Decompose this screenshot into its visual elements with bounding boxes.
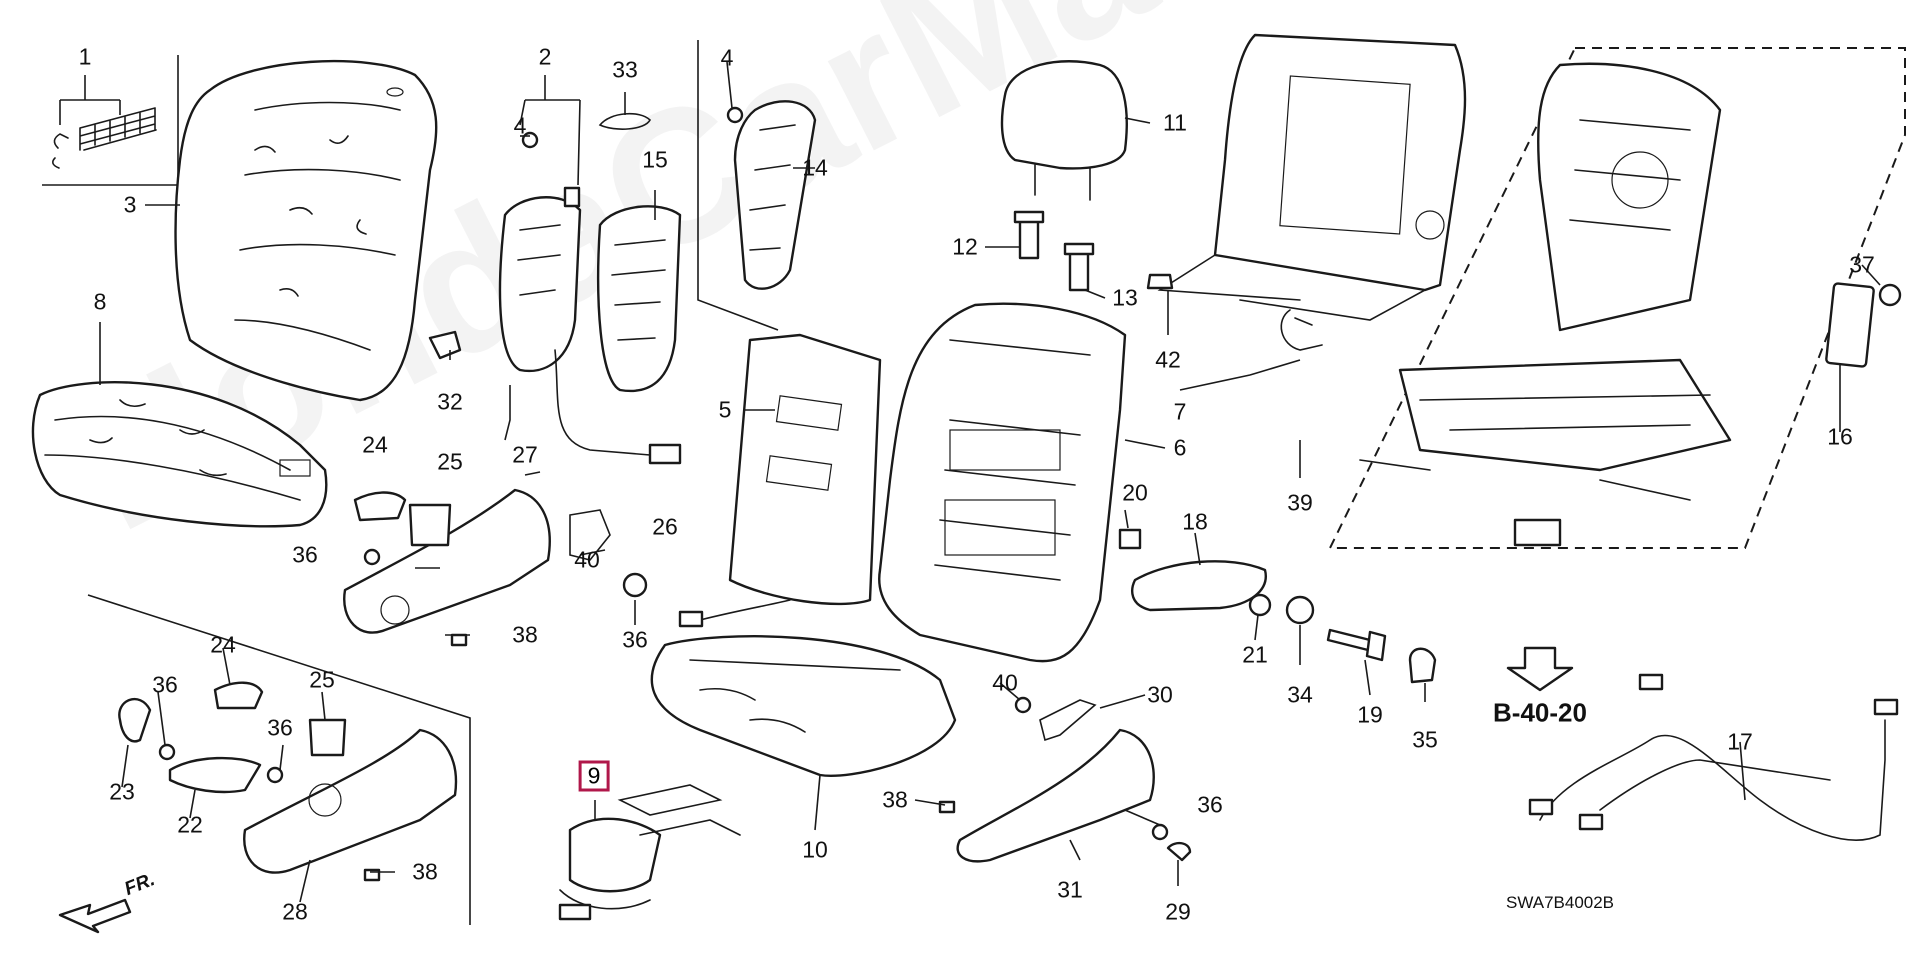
part-21-nut <box>1248 593 1272 617</box>
part-11-headrest <box>1000 60 1128 201</box>
callout-22: 22 <box>177 811 203 838</box>
part-17-harness <box>1528 673 1899 841</box>
leader-lines <box>59 61 1881 903</box>
callout-33: 33 <box>612 56 638 83</box>
part-24-knob <box>353 491 407 522</box>
callout-21: 21 <box>1242 641 1268 668</box>
callout-9-highlighted: 9 <box>578 760 610 792</box>
callout-25-lower: 25 <box>309 666 335 693</box>
callout-11: 11 <box>1163 109 1187 136</box>
part-5-back-pad <box>678 333 882 628</box>
callout-34: 34 <box>1287 681 1313 708</box>
part-15-bracket <box>597 205 682 393</box>
callout-31: 31 <box>1057 876 1083 903</box>
part-25-switch <box>408 503 452 547</box>
callout-4-upper-mid: 4 <box>720 44 734 71</box>
part-28-inner-trim <box>243 728 458 874</box>
callout-42: 42 <box>1155 346 1181 373</box>
callout-16: 16 <box>1827 423 1853 450</box>
part-39-clip <box>1280 309 1323 351</box>
callout-27: 27 <box>512 441 538 468</box>
part-42-bolt <box>1146 273 1174 290</box>
callout-39: 39 <box>1287 489 1313 516</box>
seat-frame-assembly <box>1359 62 1732 547</box>
callout-38-a: 38 <box>512 621 538 648</box>
part-33-cable <box>598 112 651 130</box>
callout-3: 3 <box>123 191 137 218</box>
part-7-seat-back-frame <box>1157 33 1467 321</box>
callout-1: 1 <box>78 43 92 70</box>
callout-35: 35 <box>1412 726 1438 753</box>
part-32-clip <box>428 330 462 360</box>
callout-36-d: 36 <box>1197 791 1223 818</box>
callout-38-b: 38 <box>412 858 438 885</box>
reference-label: B-40-20 <box>1493 697 1587 728</box>
callout-4-upper-left: 4 <box>513 112 527 139</box>
part-6-seat-back-foam <box>878 302 1127 663</box>
callout-32: 32 <box>437 388 463 415</box>
callout-36-c: 36 <box>267 714 293 741</box>
callout-25-upper: 25 <box>437 448 463 475</box>
part-27-outer-trim <box>343 488 551 634</box>
callout-6: 6 <box>1173 434 1187 461</box>
callout-2: 2 <box>538 43 552 70</box>
part-18-cover <box>1131 560 1267 612</box>
part-30-bracket <box>1039 699 1097 742</box>
callout-37: 37 <box>1849 251 1875 278</box>
callout-12: 12 <box>952 233 978 260</box>
part-34-nut <box>1285 595 1315 625</box>
part-14-trim-panel <box>733 100 817 290</box>
callout-17: 17 <box>1727 728 1753 755</box>
callout-36-b: 36 <box>152 671 178 698</box>
callout-30: 30 <box>1147 681 1173 708</box>
callout-23: 23 <box>109 778 135 805</box>
diagram-code: SWA7B4002B <box>1505 893 1615 912</box>
callout-7: 7 <box>1173 398 1187 425</box>
callout-40-b: 40 <box>574 546 600 573</box>
part-35-cap <box>1408 647 1437 684</box>
callout-14: 14 <box>802 154 828 181</box>
reference-arrow-icon <box>1506 646 1574 692</box>
callout-5: 5 <box>718 396 732 423</box>
part-1-clips <box>51 107 157 169</box>
callout-26: 26 <box>652 513 678 540</box>
callout-38-c: 38 <box>882 786 908 813</box>
parts-12-13-guides <box>1013 210 1095 292</box>
part-16-module <box>1825 282 1875 368</box>
callout-36-a: 36 <box>292 541 318 568</box>
callout-15: 15 <box>642 146 668 173</box>
part-22-lever <box>168 756 262 794</box>
callout-24-lower: 24 <box>210 631 236 658</box>
callout-20: 20 <box>1122 479 1148 506</box>
part-3-seat-back-cover <box>174 59 438 402</box>
part-31-lower-trim <box>956 728 1155 863</box>
part-9-heater-mat <box>558 784 741 921</box>
part-2-side-airbag <box>498 186 682 465</box>
callout-40-a: 40 <box>992 669 1018 696</box>
callout-13: 13 <box>1112 284 1138 311</box>
part-20-pin <box>1118 528 1142 550</box>
callout-28: 28 <box>282 898 308 925</box>
front-arrow-icon <box>58 898 132 934</box>
callout-8: 8 <box>93 288 107 315</box>
part-24-knob-lower <box>213 681 264 710</box>
callout-19: 19 <box>1357 701 1383 728</box>
part-10-seat-cushion-pad <box>650 635 957 777</box>
callout-29: 29 <box>1165 898 1191 925</box>
part-23-ring <box>118 698 152 743</box>
part-40-clip <box>622 572 648 598</box>
callout-24-upper: 24 <box>362 431 388 458</box>
part-8-seat-cushion-cover <box>31 381 328 528</box>
part-37-nut <box>1878 283 1902 307</box>
fasteners <box>158 106 1169 882</box>
part-25-switch-lower <box>308 718 347 757</box>
part-19-bolt <box>1326 628 1387 662</box>
callout-18: 18 <box>1182 508 1208 535</box>
callout-36-e: 36 <box>622 626 648 653</box>
part-29-clip <box>1166 841 1192 862</box>
callout-10: 10 <box>802 836 828 863</box>
part-26-bracket <box>569 509 611 561</box>
